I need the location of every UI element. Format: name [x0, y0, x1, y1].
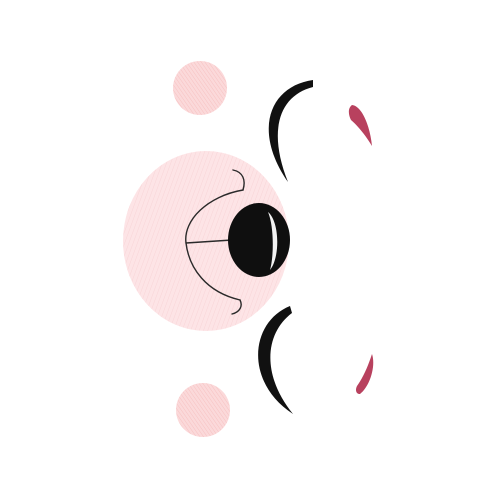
nose-icon [228, 203, 290, 277]
cheek-top [173, 61, 227, 115]
blush-top [348, 105, 372, 146]
eye-bottom [258, 306, 293, 414]
blush-bottom [356, 354, 374, 394]
cheek-bottom [176, 383, 230, 437]
eye-top [268, 80, 313, 182]
mouth-icon [185, 169, 245, 315]
nose-highlight [268, 212, 278, 270]
